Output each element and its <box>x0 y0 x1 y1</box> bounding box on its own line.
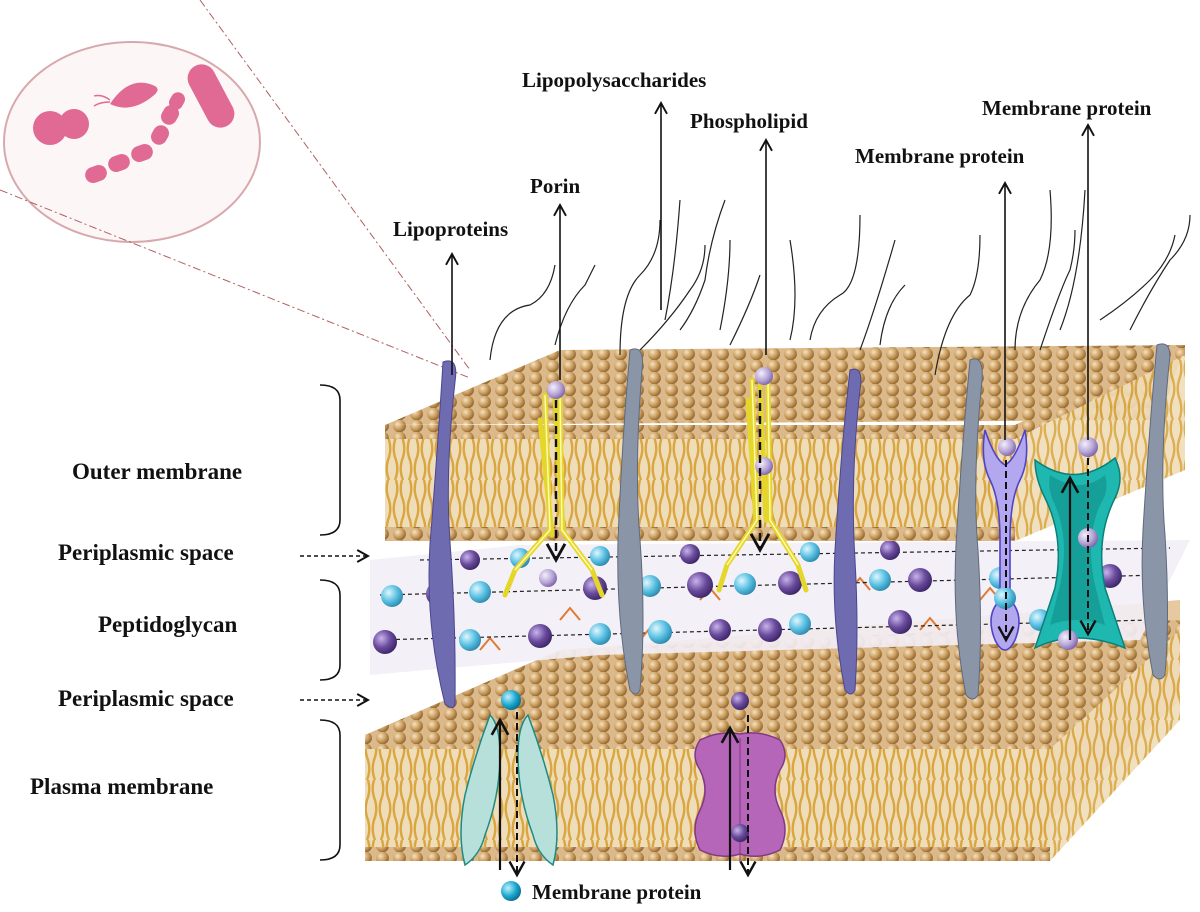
bacteria-cluster-icon <box>33 64 235 184</box>
membrane-protein-lavender <box>982 429 1028 651</box>
lipoprotein-pillars <box>428 343 1171 708</box>
label-phospholipid: Phospholipid <box>690 109 808 133</box>
label-lipoproteins: Lipoproteins <box>393 217 509 241</box>
callout-lines <box>445 101 1095 440</box>
label-periplasmic-space-top: Periplasmic space <box>58 540 234 565</box>
bacteria-inset <box>3 41 261 243</box>
label-peptidoglycan: Peptidoglycan <box>98 612 238 637</box>
label-membrane-protein-mid: Membrane protein <box>855 144 1025 168</box>
peptidoglycan-layer <box>370 538 1190 675</box>
label-membrane-protein-bottom: Membrane protein <box>532 880 702 904</box>
side-brackets <box>300 384 370 861</box>
label-membrane-protein-right: Membrane protein <box>982 96 1152 120</box>
zoom-lines <box>0 0 471 379</box>
label-plasma-membrane: Plasma membrane <box>30 774 214 799</box>
label-outer-membrane: Outer membrane <box>72 459 243 484</box>
label-lipopolysaccharides: Lipopolysaccharides <box>522 68 707 92</box>
label-periplasmic-space-bottom: Periplasmic space <box>58 686 234 711</box>
lps-chain-icon <box>489 189 1191 376</box>
membrane-protein-magenta <box>694 692 786 878</box>
label-porin: Porin <box>530 174 581 198</box>
membrane-protein-mint <box>460 690 558 901</box>
membrane-protein-teal <box>1033 437 1127 650</box>
